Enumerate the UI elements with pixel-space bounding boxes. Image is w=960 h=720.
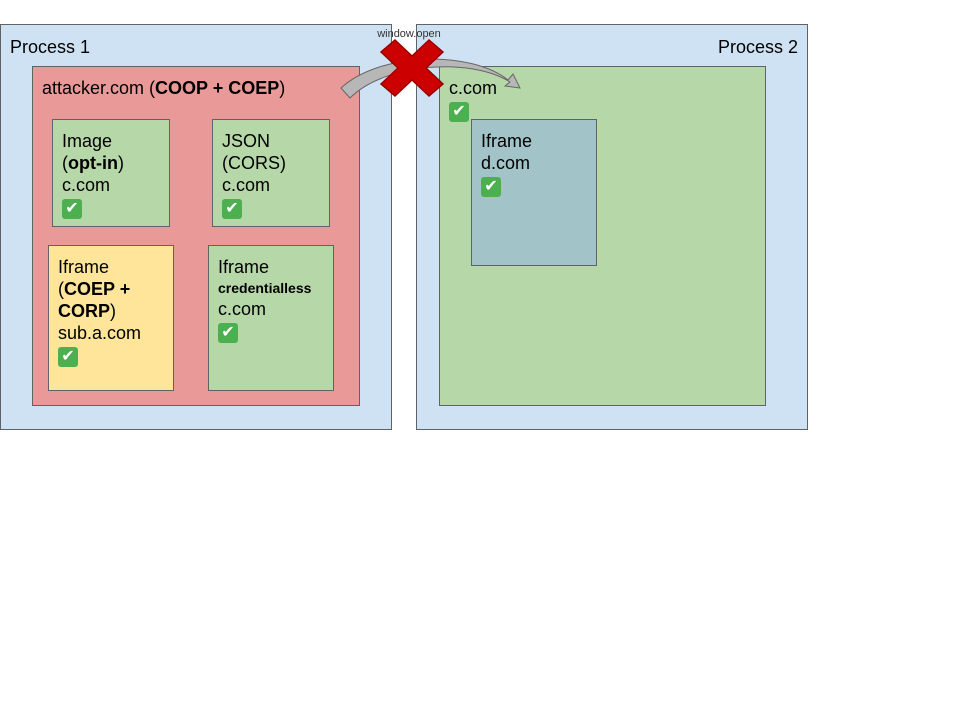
iframe-coep-close-paren: ) <box>110 301 117 321</box>
iframe-credless-type: Iframe <box>218 257 270 277</box>
image-resource-box: Image (opt-in) c.com ✔ <box>52 119 170 227</box>
iframe-coep-headers-2: CORP <box>58 301 111 321</box>
iframe-coep-corp-text: Iframe (COEP + CORP) sub.a.com ✔ <box>58 256 141 367</box>
c-com-page-text: c.com ✔ <box>449 77 497 122</box>
json-resource-box: JSON (CORS) c.com ✔ <box>212 119 330 227</box>
iframe-credentialless-box: Iframe credentialless c.com ✔ <box>208 245 334 391</box>
json-resource-text: JSON (CORS) c.com ✔ <box>222 130 286 219</box>
attacker-page-title: attacker.com (COOP + COEP) <box>42 77 285 99</box>
d-com-iframe-text: Iframe d.com ✔ <box>481 130 532 197</box>
image-domain: c.com <box>62 175 111 195</box>
attacker-headers: COOP + COEP <box>155 78 280 98</box>
process-1-title: Process 1 <box>10 37 91 57</box>
d-iframe-type: Iframe <box>481 131 533 151</box>
d-com-iframe-box: Iframe d.com ✔ <box>471 119 597 266</box>
image-resource-text: Image (opt-in) c.com ✔ <box>62 130 124 219</box>
image-close-paren: ) <box>117 153 124 173</box>
image-type: Image <box>62 131 113 151</box>
iframe-coep-headers-line2: CORP) <box>58 300 141 322</box>
iframe-credless-domain: c.com <box>218 299 267 319</box>
iframe-coep-open-paren: ( <box>58 279 64 299</box>
check-mark-icon: ✔ <box>218 323 238 343</box>
image-opt-line: (opt-in) <box>62 152 124 174</box>
attacker-close-paren: ) <box>279 78 286 98</box>
attacker-domain: attacker.com <box>42 78 145 98</box>
d-iframe-domain: d.com <box>481 153 531 173</box>
iframe-coep-headers-1: COEP + <box>64 279 131 299</box>
json-mode: (CORS) <box>222 153 286 173</box>
process-2-title: Process 2 <box>717 37 798 57</box>
check-mark-icon: ✔ <box>481 177 501 197</box>
check-mark-icon: ✔ <box>58 347 78 367</box>
attacker-open-paren: ( <box>144 78 156 98</box>
iframe-coep-corp-box: Iframe (COEP + CORP) sub.a.com ✔ <box>48 245 174 391</box>
iframe-credentialless-text: Iframe credentialless c.com ✔ <box>218 256 311 343</box>
image-open-paren: ( <box>62 153 68 173</box>
iframe-coep-domain: sub.a.com <box>58 323 142 343</box>
iframe-coep-headers-line1: (COEP + <box>58 278 141 300</box>
json-domain: c.com <box>222 175 271 195</box>
c-com-domain: c.com <box>449 78 498 98</box>
image-opt-in: opt-in <box>68 153 118 173</box>
json-type: JSON <box>222 131 271 151</box>
check-mark-icon: ✔ <box>222 199 242 219</box>
iframe-credless-attr: credentialless <box>218 280 312 296</box>
check-mark-icon: ✔ <box>62 199 82 219</box>
check-mark-icon: ✔ <box>449 102 469 122</box>
iframe-coep-type: Iframe <box>58 257 110 277</box>
